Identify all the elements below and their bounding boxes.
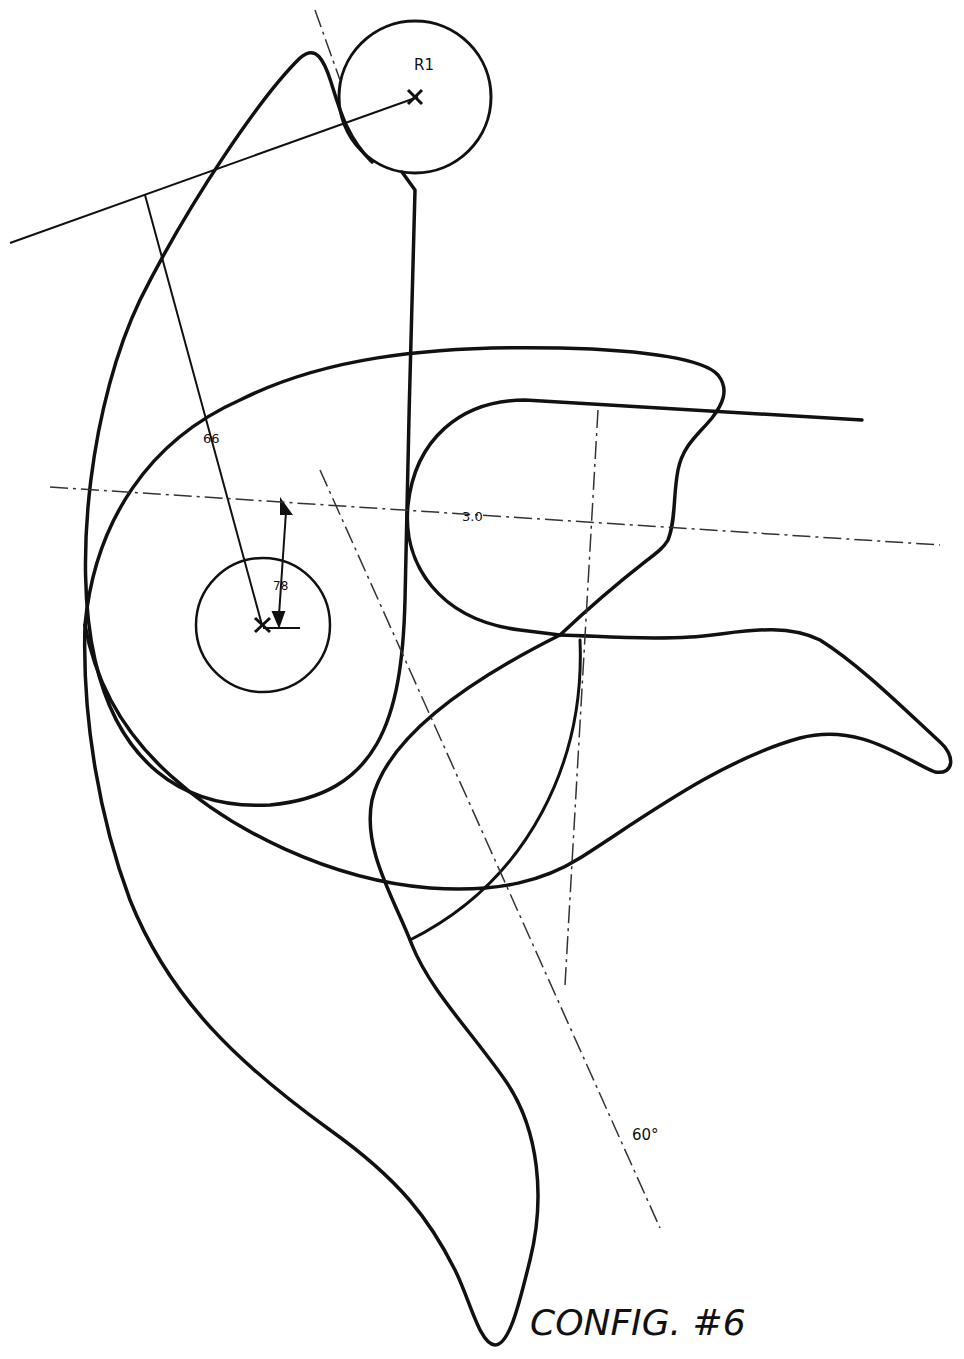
dimension-line (279, 512, 286, 615)
blade-outline (85, 625, 560, 1345)
section-arc (410, 640, 580, 940)
axis-line (320, 470, 660, 1228)
axis-line (315, 10, 340, 80)
radius-label: R1 (414, 58, 434, 73)
dimension-label: 78 (273, 580, 288, 592)
axis-line (565, 410, 598, 985)
blade-outline (407, 400, 862, 635)
center-mark (255, 618, 270, 632)
blade-outline (85, 53, 415, 806)
hub-circle (196, 558, 330, 692)
reference-line (10, 97, 418, 243)
angle-label: 60° (632, 1128, 659, 1143)
dimension-arrows (273, 500, 291, 626)
dimension-label: 66 (203, 432, 220, 445)
leader-line (145, 195, 262, 625)
axis-line (50, 487, 940, 545)
center-mark (408, 90, 422, 104)
dimension-label: 3.0 (462, 510, 483, 523)
drawing-caption: CONFIG. #6 (530, 1305, 746, 1341)
blade-outline (85, 348, 724, 635)
